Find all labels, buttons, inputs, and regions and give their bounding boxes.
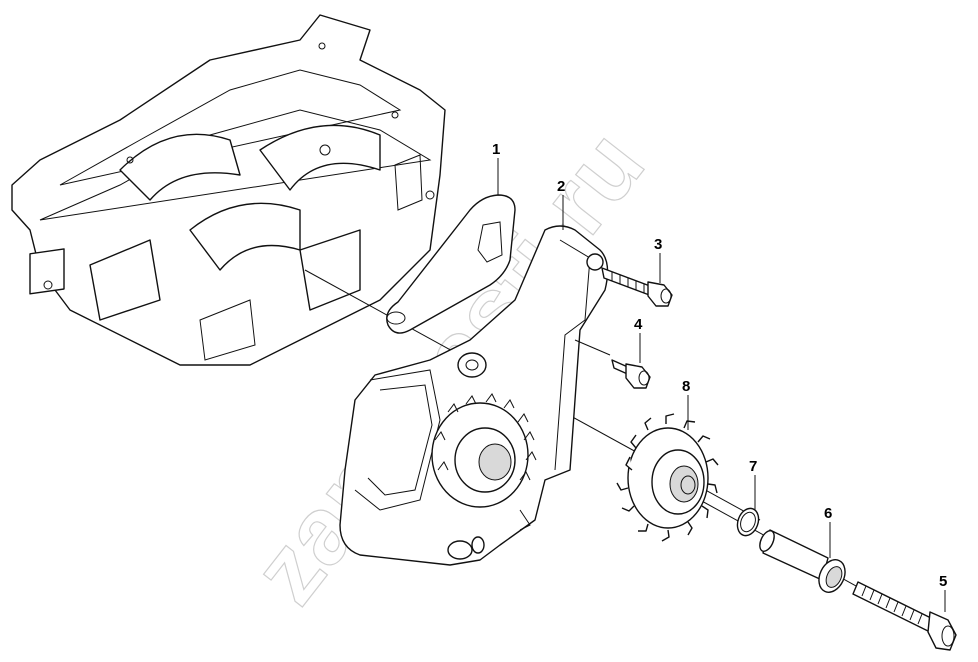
callout-6: 6 — [824, 505, 832, 522]
callout-2: 2 — [557, 178, 565, 195]
callout-7: 7 — [749, 458, 757, 475]
callout-8: 8 — [682, 378, 690, 395]
callout-labels: 1 2 3 4 5 6 7 8 — [492, 141, 947, 590]
bolt-item-4 — [574, 339, 651, 389]
o-ring — [736, 507, 760, 537]
leader-lines — [497, 158, 946, 612]
bolt-item-3 — [601, 267, 673, 307]
gasket — [386, 194, 516, 334]
engine-block — [11, 14, 446, 366]
callout-3: 3 — [654, 236, 662, 253]
oil-pump-housing — [339, 225, 609, 566]
long-bolt — [852, 581, 957, 651]
callout-1: 1 — [492, 141, 500, 158]
drive-gear — [616, 413, 719, 542]
callout-5: 5 — [939, 573, 947, 590]
shaft-sleeve — [759, 529, 846, 593]
callout-4: 4 — [634, 316, 643, 333]
